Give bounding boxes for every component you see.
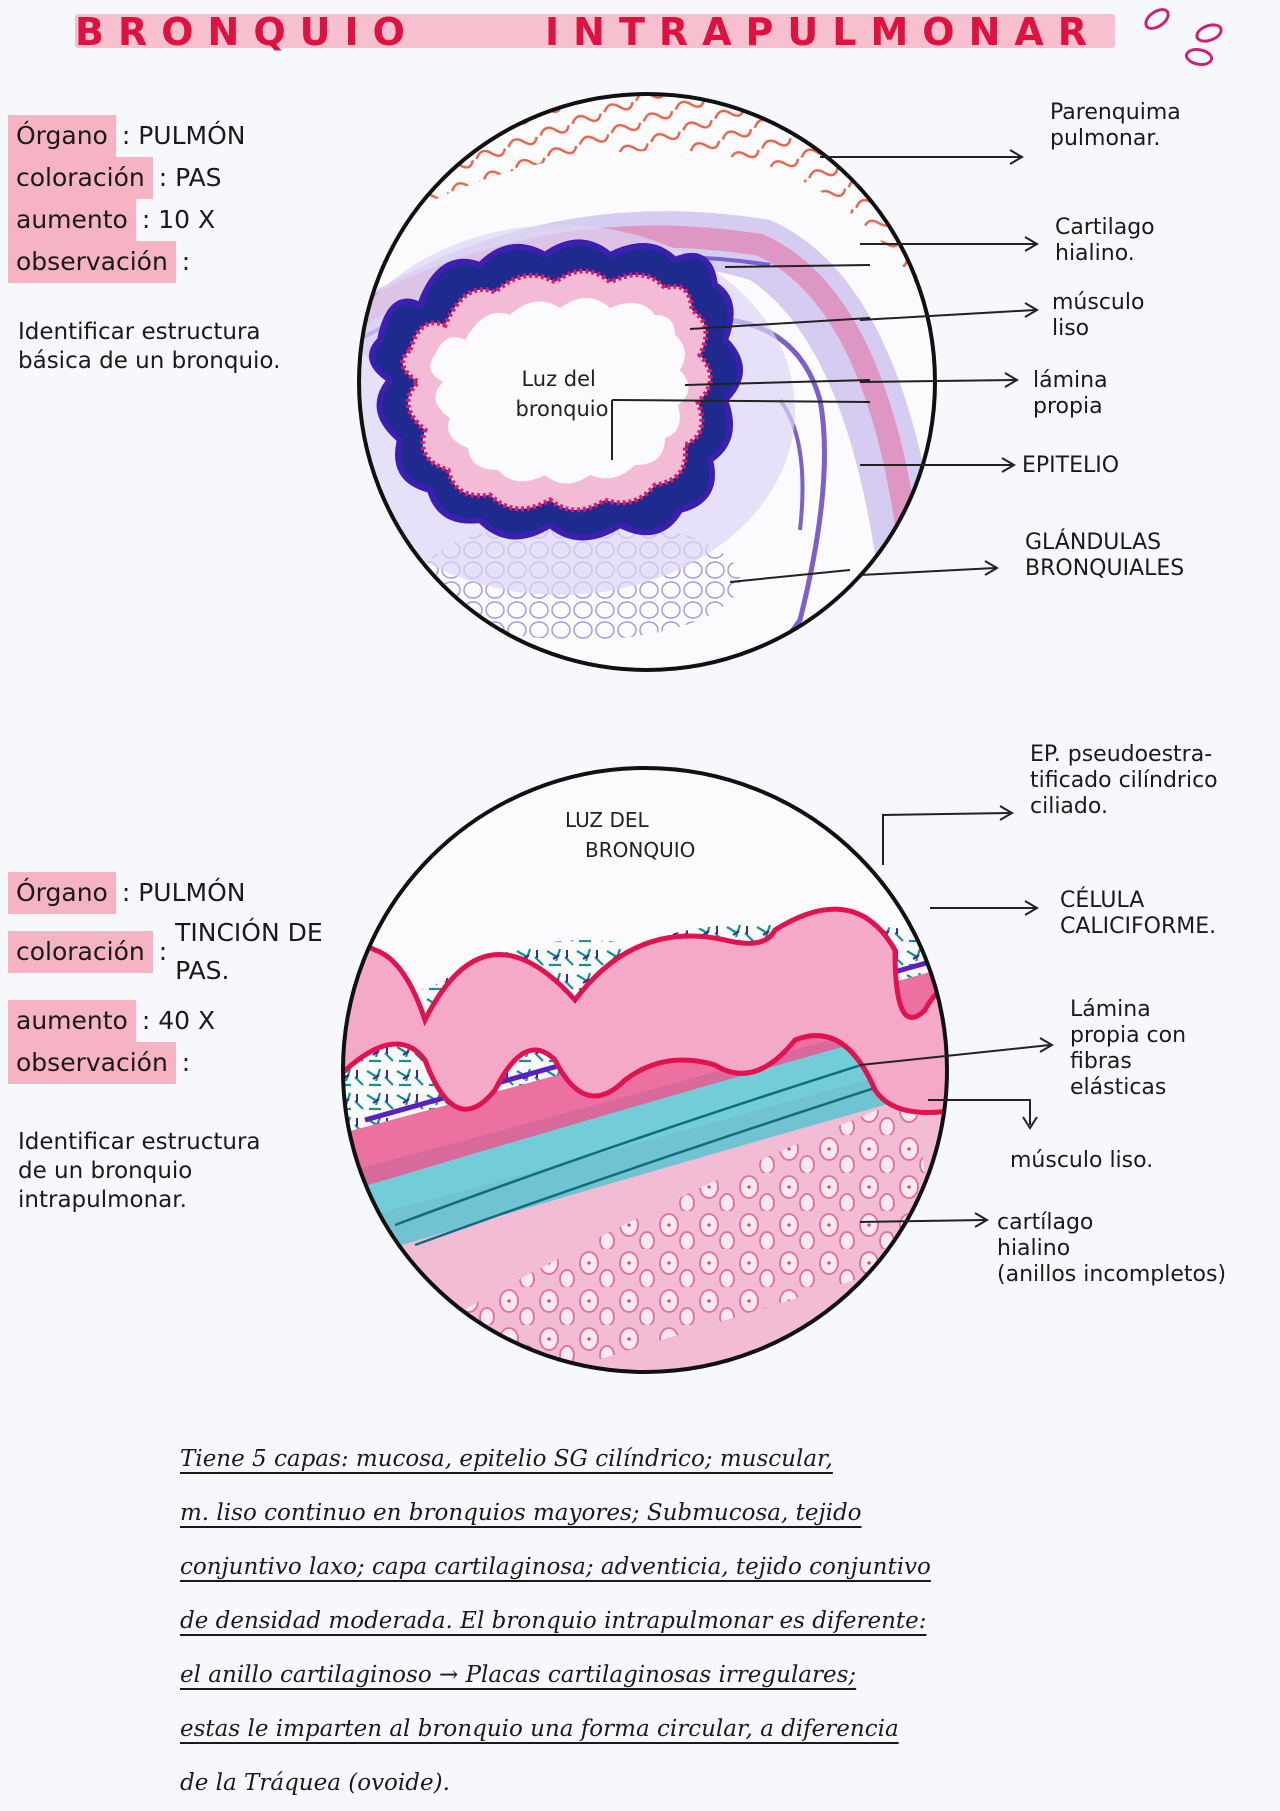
notes-paragraph: Tiene 5 capas: mucosa, epitelio SG cilín… [180, 1432, 1180, 1810]
label-glandulas: GLÁNDULAS BRONQUIALES [1025, 530, 1185, 581]
notes-line: de la Tráquea (ovoide). [180, 1770, 450, 1796]
figure2-arrows [860, 805, 1054, 1228]
organ-row: Órgano: PULMÓN [8, 115, 246, 157]
magnification-value: 40 X [158, 1006, 216, 1035]
arrow-icon [882, 812, 1011, 865]
figure2-observation-text: Identificar estructura de un bronquio in… [18, 1129, 261, 1213]
notes-line: Tiene 5 capas: mucosa, epitelio SG cilín… [180, 1446, 833, 1472]
figure1-lumen-label: Luz del bronquio [516, 367, 609, 421]
organ-row: Órgano: PULMÓN [8, 872, 325, 914]
title-word-intrapulmonar: INTRAPULMONAR [545, 10, 1102, 54]
observation-label: observación [8, 241, 176, 283]
figure1-info: Órgano: PULMÓN coloración: PAS aumento: … [8, 115, 246, 283]
stain-value: PAS [175, 163, 222, 192]
label-epitelio: EPITELIO [1022, 453, 1120, 478]
figure2-circle-border [341, 766, 949, 1374]
label-lamina-propia: Lámina propia con fibras elásticas [1070, 997, 1187, 1100]
label-celula-caliciforme: CÉLULA CALICIFORME. [1060, 888, 1217, 939]
stain-value: TINCIÓN DE PAS. [175, 918, 323, 985]
petal-decoration-icon [1193, 21, 1225, 45]
figure2-lumen-label: LUZ DEL BRONQUIO [565, 808, 695, 862]
figure2-info: Órgano: PULMÓN coloración: TINCIÓN DE PA… [8, 872, 325, 1084]
magnification-label: aumento [8, 199, 136, 241]
title-highlight [75, 14, 1115, 48]
figure1-arrows [860, 149, 1039, 576]
organ-value: PULMÓN [138, 121, 246, 150]
pseudostratified-epithelium [343, 906, 947, 1115]
magnification-row: aumento: 10 X [8, 199, 246, 241]
label-cartilago: Cartilago hialino. [1055, 215, 1155, 266]
figure1-drawing: Luz del bronquio [357, 92, 937, 672]
notes-line: conjuntivo laxo; capa cartilaginosa; adv… [180, 1554, 931, 1580]
figure2-drawing: LUZ DEL BRONQUIO [341, 766, 949, 1374]
label-musculo-liso: músculo liso. [1010, 1148, 1154, 1173]
figure1-leader-lines [611, 156, 871, 583]
notes-line: el anillo cartilaginoso → Placas cartila… [180, 1662, 857, 1688]
notes-line: estas le imparten al bronquio una forma … [180, 1716, 899, 1742]
label-epitelio-pseudoestratificado: EP. pseudoestra- tificado cilíndrico cil… [1030, 742, 1218, 819]
label-parenquima: Parenquima pulmonar. [1050, 100, 1181, 151]
page-title: BRONQUIO INTRAPULMONAR [75, 8, 1135, 54]
figure1-observation-text: Identificar estructura básica de un bron… [18, 319, 281, 374]
petal-decoration-icon [1140, 4, 1174, 34]
magnification-row: aumento: 40 X [8, 1000, 325, 1042]
figure1-lumen-label-line2: bronquio [516, 397, 609, 421]
organ-label: Órgano [8, 872, 116, 914]
organ-label: Órgano [8, 115, 116, 157]
notes-line: m. liso continuo en bronquios mayores; S… [180, 1500, 862, 1526]
organ-value: PULMÓN [138, 878, 246, 907]
stain-row: coloración: PAS [8, 157, 246, 199]
label-cartilago-hialino: cartílago hialino (anillos incompletos) [997, 1210, 1227, 1287]
magnification-value: 10 X [158, 205, 216, 234]
notes-line: de densidad moderada. El bronquio intrap… [180, 1608, 927, 1634]
title-word-bronquio: BRONQUIO [75, 10, 419, 54]
stain-row: coloración: TINCIÓN DE PAS. [8, 914, 325, 990]
label-lamina: lámina propia [1033, 368, 1108, 419]
petal-decoration-icon [1182, 43, 1216, 71]
magnification-label: aumento [8, 1000, 136, 1042]
arrow-head-icon [1009, 149, 1024, 165]
figure2-lumen-label-line2: BRONQUIO [585, 838, 695, 862]
stain-label: coloración [8, 931, 153, 973]
bronchial-lumen [430, 298, 689, 484]
observation-row: observación: [8, 1042, 325, 1084]
observation-row: observación: [8, 241, 246, 283]
observation-label: observación [8, 1042, 176, 1084]
label-musculo: músculo liso [1052, 290, 1145, 341]
stain-label: coloración [8, 157, 153, 199]
cartilage-cells [455, 1095, 935, 1372]
